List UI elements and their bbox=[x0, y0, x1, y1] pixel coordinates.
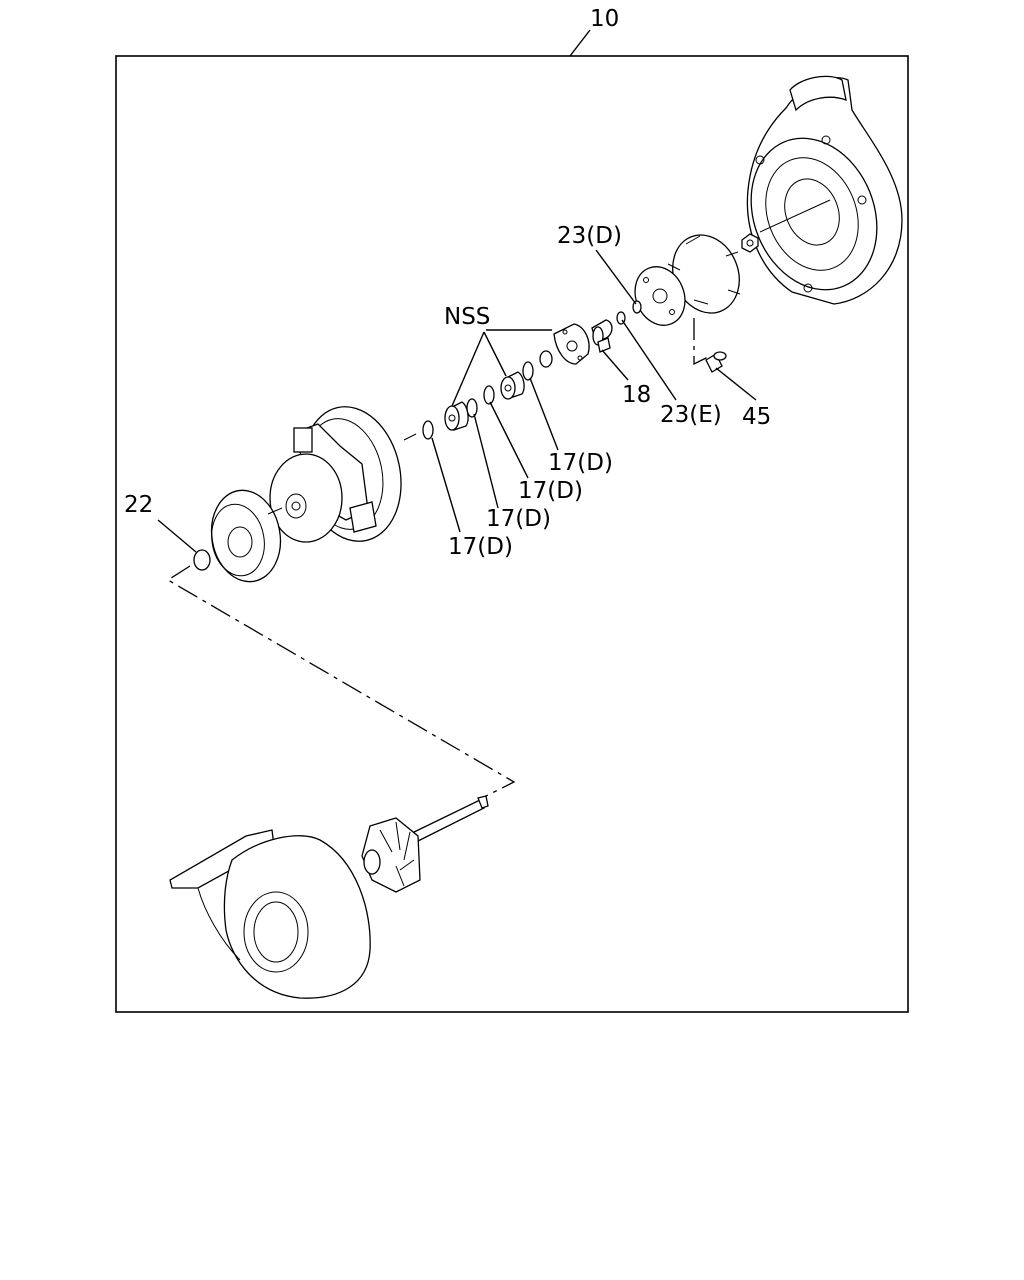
svg-text:17(D): 17(D) bbox=[518, 478, 583, 504]
shaft-connector-1 bbox=[403, 433, 417, 441]
nut-part bbox=[741, 233, 759, 253]
callout-18: 18 bbox=[601, 349, 651, 408]
callout-17d-4: 17(D) bbox=[431, 437, 513, 560]
turbine-wheel-shaft bbox=[361, 795, 489, 893]
snap-ring-4 bbox=[422, 420, 434, 440]
thrust-ring bbox=[539, 350, 553, 368]
svg-text:45: 45 bbox=[742, 404, 771, 430]
assembly-leader bbox=[569, 29, 591, 57]
callout-23d: 23(D) bbox=[557, 223, 637, 305]
svg-text:NSS: NSS bbox=[444, 304, 490, 330]
svg-text:17(D): 17(D) bbox=[548, 450, 613, 476]
svg-text:17(D): 17(D) bbox=[486, 506, 551, 532]
o-ring-22 bbox=[193, 549, 211, 571]
bolt-part bbox=[705, 351, 727, 373]
callout-17d-3: 17(D) bbox=[473, 413, 551, 532]
diagram-frame bbox=[115, 55, 909, 1013]
compressor-housing bbox=[746, 75, 903, 305]
shaft-connector-2 bbox=[267, 507, 283, 515]
callout-17d-1: 17(D) bbox=[529, 377, 613, 476]
callout-22: 22 bbox=[124, 492, 197, 553]
turbine-housing bbox=[169, 829, 371, 999]
bolt-centerline bbox=[693, 318, 711, 366]
svg-text:17(D): 17(D) bbox=[448, 534, 513, 560]
callout-nss: NSS bbox=[444, 304, 552, 407]
callout-23e: 23(E) bbox=[621, 319, 722, 428]
svg-text:23(D): 23(D) bbox=[557, 223, 622, 249]
thrust-collar bbox=[591, 319, 613, 353]
shaft-axis-line bbox=[759, 199, 831, 233]
callout-10: 10 bbox=[590, 6, 619, 32]
callout-45: 45 bbox=[715, 367, 771, 430]
svg-text:23(E): 23(E) bbox=[660, 402, 722, 428]
journal-bearing-1 bbox=[500, 371, 525, 400]
bearing-housing bbox=[269, 406, 402, 543]
svg-text:18: 18 bbox=[622, 382, 651, 408]
callout-17d-2: 17(D) bbox=[489, 401, 583, 504]
snap-ring-1 bbox=[522, 361, 534, 381]
thrust-bearing-plate bbox=[553, 323, 590, 365]
o-ring-23d bbox=[632, 300, 642, 314]
heat-shield bbox=[210, 489, 282, 583]
snap-ring-2 bbox=[483, 385, 495, 405]
assembly-centerline bbox=[166, 565, 516, 797]
svg-text:22: 22 bbox=[124, 492, 153, 518]
journal-bearing-2 bbox=[444, 401, 469, 431]
